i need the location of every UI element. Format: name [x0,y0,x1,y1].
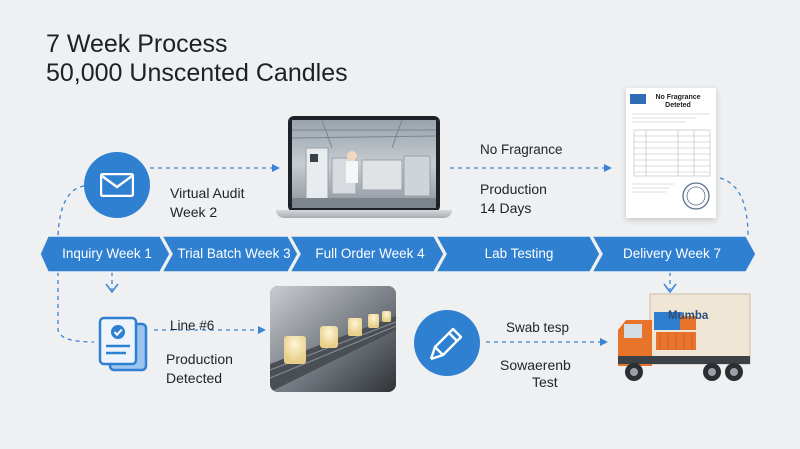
stage-full-order: Full Order Week 4 [298,236,442,272]
line-number-label: Line #6 [170,316,214,335]
laptop-icon [288,116,440,212]
laptop-base [276,210,452,218]
certificate-table [626,88,716,218]
swab-test-label-2: Test [532,373,558,392]
stage-trial-batch: Trial Batch Week 3 [170,236,298,272]
production-days-label-2: 14 Days [480,199,531,218]
truck-container-label: Mumba [668,310,708,322]
document-check-icon [96,314,152,374]
swab-label: Swab tesp [506,318,569,337]
envelope-icon [100,173,134,197]
candles-conveyor-photo [270,286,396,392]
virtual-audit-label-1: Virtual Audit [170,184,244,203]
virtual-audit-label-2: Week 2 [170,203,217,222]
production-detected-label-1: Production [166,350,233,369]
production-detected-label-2: Detected [166,369,222,388]
stage-lab-testing: Lab Testing [446,236,592,272]
no-fragrance-label: No Fragrance [480,140,563,159]
production-days-label-1: Production [480,180,547,199]
inquiry-circle [84,152,150,218]
swab-pen-icon [429,325,465,361]
stage-inquiry: Inquiry Week 1 [48,236,166,272]
lab-certificate: No Fragrance Deteted [626,88,716,218]
truck-icon [616,292,752,384]
swab-test-circle [414,310,480,376]
stage-delivery: Delivery Week 7 [598,236,746,272]
